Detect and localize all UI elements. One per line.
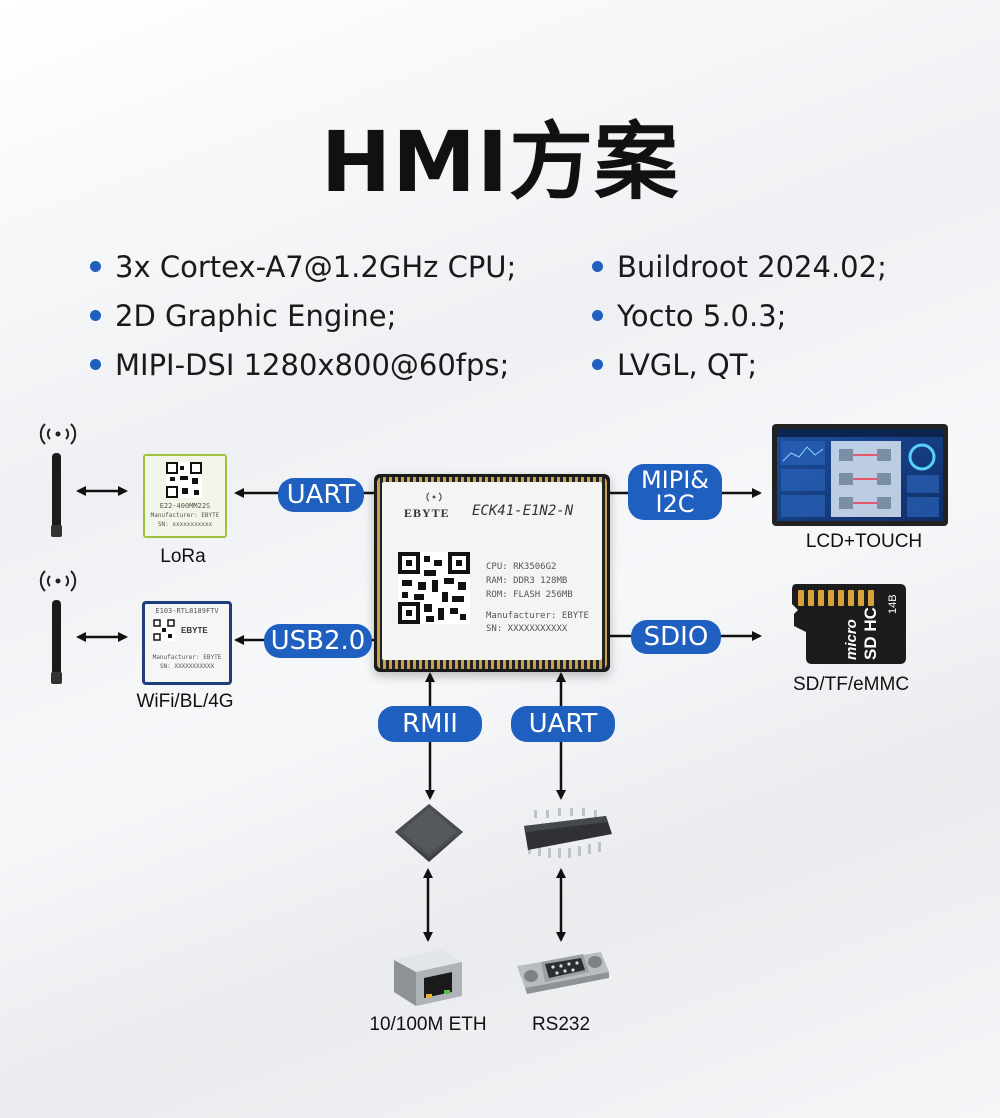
db9-serial-port-icon (517, 952, 609, 994)
bullet-dot (90, 310, 101, 321)
bullet-dot (592, 359, 603, 370)
lora-module: E22-400MM22S Manufacturer: EBYTE SN: xxx… (143, 454, 227, 538)
module-rom: ROM: FLASH 256MB (486, 590, 573, 600)
feature-item: 2D Graphic Engine; (90, 291, 516, 340)
wifi-label: WiFi/BL/4G (136, 691, 234, 712)
feature-item: Yocto 5.0.3; (592, 291, 887, 340)
module-sn: SN: XXXXXXXXXXX (486, 624, 568, 634)
ethernet-phy-chip-icon (395, 804, 463, 862)
sdio-badge: SDIO (631, 620, 721, 654)
wifi-sn-text: SN: XXXXXXXXXXX (159, 663, 215, 670)
qr-code-icon (398, 552, 470, 624)
sd-card-icon: micro SD HC 14B (792, 584, 906, 664)
main-module: EBYTE ECK41-E1N2-N CPU: RK3506G2 RAM: DD… (374, 474, 610, 672)
feature-item: MIPI-DSI 1280x800@60fps; (90, 340, 516, 389)
lora-label: LoRa (160, 546, 206, 567)
antenna-icon (39, 423, 77, 537)
rj45-ethernet-port-icon (394, 950, 462, 1006)
uart-left-badge: UART (278, 478, 364, 512)
module-model: ECK41-E1N2-N (472, 503, 574, 519)
qr-code-icon (153, 619, 175, 641)
features-right: Buildroot 2024.02; Yocto 5.0.3; LVGL, QT… (592, 242, 887, 389)
lcd-display (772, 424, 948, 526)
feature-item: Buildroot 2024.02; (592, 242, 887, 291)
sd-label: SD/TF/eMMC (792, 674, 910, 695)
wifi-model-text: E103-RTL8189FTV (155, 607, 219, 615)
sd-text-micro: micro (843, 619, 860, 660)
rmii-badge: RMII (378, 706, 482, 742)
module-cpu: CPU: RK3506G2 (486, 562, 557, 572)
lcd-label: LCD+TOUCH (805, 531, 923, 552)
feature-item: LVGL, QT; (592, 340, 887, 389)
module-ram: RAM: DDR3 128MB (486, 576, 568, 586)
bullet-dot (90, 261, 101, 272)
lora-sn-text: SN: xxxxxxxxxxx (157, 521, 213, 528)
lcd-screen-icon (777, 429, 943, 521)
module-manufacturer: Manufacturer: EBYTE (486, 611, 589, 621)
wifi-manufacturer-text: Manufacturer: EBYTE (152, 654, 222, 661)
rs232-label: RS232 (531, 1014, 591, 1035)
module-brand: EBYTE (404, 506, 450, 520)
lora-model-text: E22-400MM22S (159, 502, 211, 510)
sd-text-capacity: 14B (887, 594, 899, 614)
features-left: 3x Cortex-A7@1.2GHz CPU; 2D Graphic Engi… (90, 242, 516, 389)
bullet-dot (90, 359, 101, 370)
usb-badge: USB2.0 (264, 624, 372, 658)
feature-item: 3x Cortex-A7@1.2GHz CPU; (90, 242, 516, 291)
wifi-brand-text: EBYTE (181, 626, 208, 635)
wireless-icon (426, 492, 442, 502)
bullet-dot (592, 310, 603, 321)
i2c-label: I2C (655, 490, 695, 518)
bullet-dot (592, 261, 603, 272)
mipi-label: MIPI& (640, 466, 710, 494)
antenna-icon (39, 570, 77, 684)
eth-label: 10/100M ETH (369, 1014, 487, 1035)
mipi-i2c-badge: MIPI& I2C (628, 464, 722, 520)
page-title: HMI方案 (320, 113, 680, 211)
wifi-module: E103-RTL8189FTV EBYTE Manufacturer: EBYT… (142, 601, 232, 685)
sd-text-hc: SD HC (861, 607, 880, 660)
qr-code-icon (166, 462, 202, 498)
uart-bottom-badge: UART (511, 706, 615, 742)
rs232-transceiver-chip-icon (524, 808, 612, 858)
lora-manufacturer-text: Manufacturer: EBYTE (150, 512, 220, 519)
